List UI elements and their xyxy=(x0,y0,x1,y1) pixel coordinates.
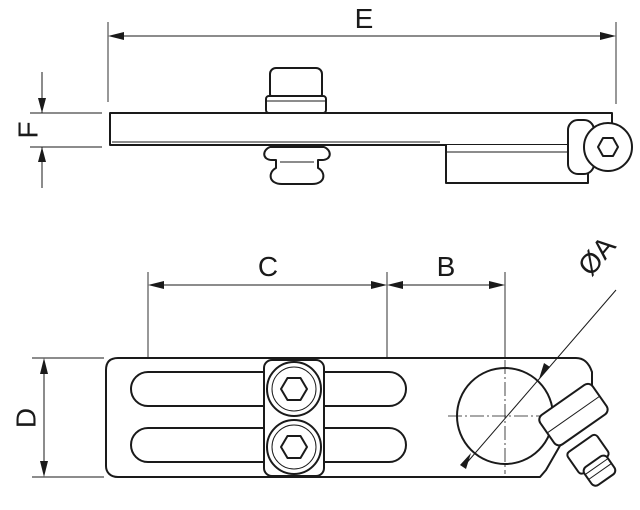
screw-head-circle xyxy=(583,122,633,172)
screw-head-upper-inner xyxy=(271,366,317,412)
arrow-d-bottom xyxy=(40,461,48,477)
screw-head-upper xyxy=(266,361,322,417)
screw-head-lower-inner xyxy=(271,424,317,470)
arrow-a-upper xyxy=(539,363,550,379)
main-bar xyxy=(109,112,613,146)
dimension-d: D xyxy=(10,357,104,478)
jaw-step-body xyxy=(445,145,589,184)
clamp-screw-head xyxy=(582,454,617,487)
arrow-a-lower xyxy=(460,453,471,469)
top-knob xyxy=(265,67,327,114)
arrow-c-left xyxy=(148,281,164,289)
arrow-f-bottom xyxy=(38,147,46,162)
clamp-screw xyxy=(566,433,617,487)
hex-socket-upper-icon xyxy=(280,377,308,401)
dimension-b: B xyxy=(387,251,506,360)
arrow-b-left xyxy=(387,281,403,289)
label-e: E xyxy=(355,3,374,34)
label-f: F xyxy=(12,121,43,138)
clamp-screw-ring-2 xyxy=(588,463,612,480)
arrow-c-right xyxy=(371,281,387,289)
dimension-e: E xyxy=(107,3,617,104)
top-view: E F xyxy=(12,3,633,188)
diameter-leader-a xyxy=(463,289,617,467)
arrow-e-right xyxy=(600,32,616,40)
clamp-screw-ring-1 xyxy=(584,458,609,475)
screw-block xyxy=(263,359,325,477)
bar-body xyxy=(109,112,613,146)
label-d: D xyxy=(10,408,41,428)
arrow-b-right xyxy=(489,281,505,289)
arrow-d-top xyxy=(40,358,48,374)
label-b: B xyxy=(437,251,456,282)
dimension-c: C xyxy=(147,251,388,378)
lever-split-line xyxy=(546,395,600,434)
clamp-lever xyxy=(538,382,609,447)
side-screw-head xyxy=(567,119,633,175)
knob-collar xyxy=(265,95,327,114)
clamp-jaw-step xyxy=(445,145,589,184)
t-slot-nut xyxy=(263,146,331,185)
t-slot-profile xyxy=(263,146,331,185)
arrow-f-top xyxy=(38,98,46,113)
arrow-e-left xyxy=(108,32,124,40)
hex-socket-icon xyxy=(597,137,619,157)
dimension-f: F xyxy=(12,72,102,188)
hex-socket-lower-icon xyxy=(280,435,308,459)
label-a: ØA xyxy=(572,230,622,281)
screw-head-lower xyxy=(266,419,322,475)
bottom-view: C B D xyxy=(10,230,622,487)
label-c: C xyxy=(258,251,278,282)
